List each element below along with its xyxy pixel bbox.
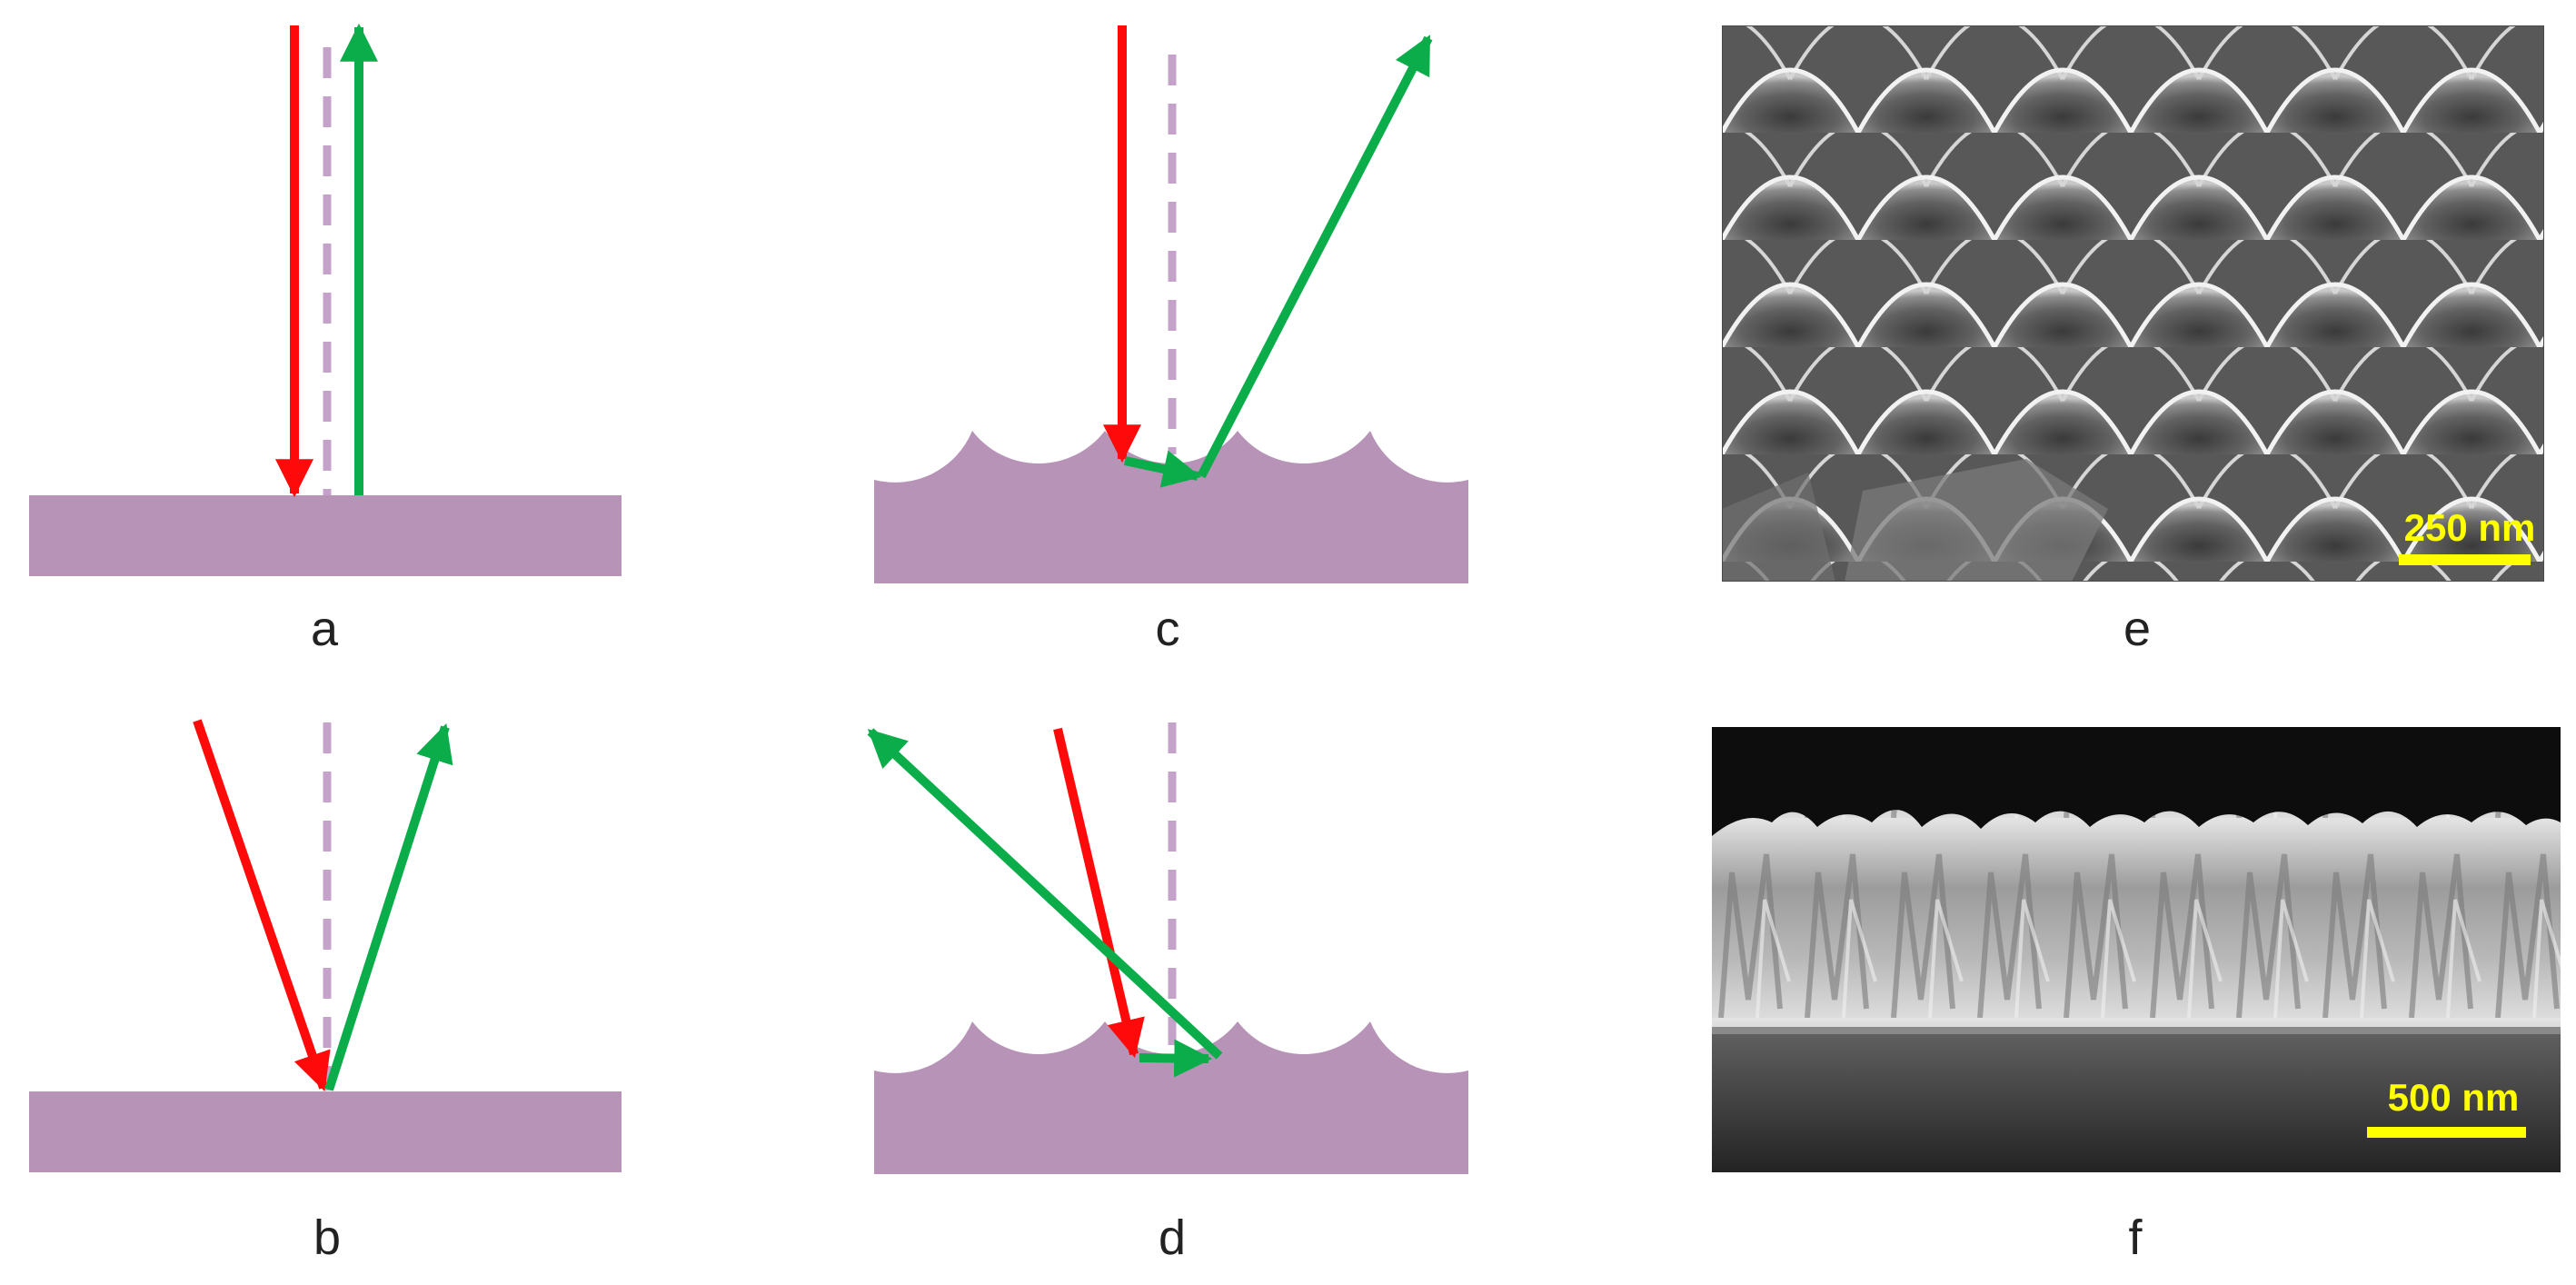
scalebar-label-250nm: 250 nm bbox=[2404, 506, 2536, 549]
sem-top-view-image bbox=[1722, 25, 2544, 582]
reflected-ray-green-arrow bbox=[867, 728, 1223, 1060]
panel-a: a bbox=[29, 23, 622, 656]
substrate-layer bbox=[1712, 1031, 2561, 1172]
panel-label-c: c bbox=[1156, 602, 1180, 656]
scalebar-line bbox=[2367, 1127, 2526, 1138]
reflected-ray-green-arrow bbox=[1197, 35, 1433, 479]
textured-substrate bbox=[874, 1021, 1468, 1174]
incident-ray-red-arrow bbox=[193, 719, 331, 1091]
textured-substrate bbox=[874, 431, 1468, 583]
flat-substrate bbox=[29, 1091, 622, 1172]
textured-film-layer bbox=[1712, 810, 2561, 1031]
flat-substrate bbox=[29, 495, 622, 576]
panel-label-b: b bbox=[313, 1210, 341, 1265]
panel-f: 500 nm f bbox=[1712, 727, 2561, 1265]
internal-reflection-green-arrow bbox=[1123, 450, 1202, 488]
panel-label-e: e bbox=[2123, 602, 2151, 656]
internal-reflection-green-arrow bbox=[1139, 1039, 1213, 1078]
panel-e: 250 nm e bbox=[1722, 25, 2544, 656]
sem-cross-section-image bbox=[1712, 727, 2561, 1172]
panel-d: d bbox=[867, 722, 1468, 1265]
scalebar-line bbox=[2399, 554, 2531, 565]
scalebar-label-500nm: 500 nm bbox=[2388, 1076, 2520, 1119]
panel-b: b bbox=[29, 719, 622, 1265]
panel-label-a: a bbox=[311, 602, 339, 656]
incident-ray-red-arrow bbox=[1053, 727, 1145, 1059]
panel-label-d: d bbox=[1159, 1210, 1186, 1265]
reflected-ray-green-arrow bbox=[324, 723, 453, 1091]
panel-label-f: f bbox=[2128, 1210, 2143, 1265]
panel-c: c bbox=[874, 25, 1468, 656]
